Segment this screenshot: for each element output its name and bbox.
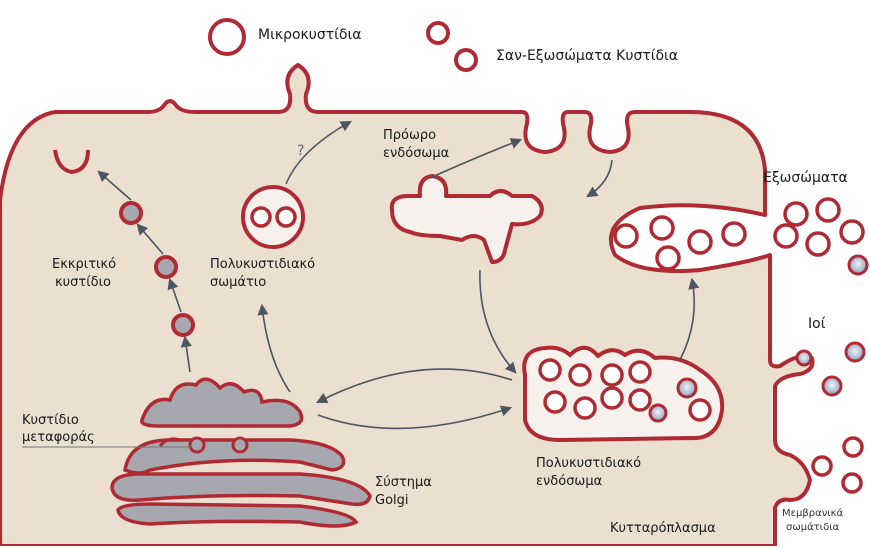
intraluminal-vesicle-icon	[602, 365, 622, 385]
membrane-particle-icon	[844, 438, 862, 456]
exosome-icon	[775, 225, 797, 247]
label-secretory-1: Εκκριτικό	[52, 256, 116, 273]
label-viruses: Ιοί	[808, 316, 825, 333]
exosome-icon	[807, 233, 829, 255]
transport-vesicle-icon	[190, 438, 204, 452]
label-mvb-2: σωμάτιο	[210, 274, 266, 291]
exosome-like-vesicle-icon	[456, 50, 476, 70]
intraluminal-vesicle-icon	[545, 392, 565, 412]
membrane-particle-icon	[843, 474, 861, 492]
label-exosomes: Εξωσώματα	[763, 170, 848, 187]
secretory-vesicle-icon	[121, 203, 141, 223]
secretory-vesicle-icon	[156, 257, 176, 277]
exosome-icon	[689, 231, 711, 253]
label-mvb-1: Πολυκυστιδιακό	[210, 256, 315, 273]
intraluminal-vesicle-icon	[575, 398, 595, 418]
label-golgi-2: Golgi	[375, 492, 409, 509]
label-early-endosome-1: Πρόωρο	[383, 127, 436, 144]
exosome-icon	[841, 221, 863, 243]
exosome-icon	[651, 217, 673, 239]
label-secretory-2: κυστίδιο	[55, 274, 111, 291]
label-cytoplasm: Κυτταρόπλασμα	[610, 520, 716, 537]
virus-icon	[846, 343, 864, 361]
intraluminal-vesicle-icon	[690, 400, 710, 420]
intraluminal-vesicle-icon	[277, 208, 295, 226]
label-early-endosome-2: ενδόσωμα	[383, 145, 449, 162]
exosome-icon	[657, 247, 679, 269]
intraluminal-vesicle-icon	[630, 390, 650, 410]
intraluminal-vesicle-icon	[252, 208, 270, 226]
intraluminal-vesicle-icon	[540, 360, 560, 380]
virus-icon	[650, 405, 666, 421]
intraluminal-vesicle-icon	[630, 362, 650, 382]
exosome-like-vesicle-icon	[428, 23, 448, 43]
label-question: ?	[297, 143, 304, 160]
label-microvesicles: Μικροκυστίδια	[258, 27, 361, 44]
secretory-vesicle-icon	[173, 315, 193, 335]
transport-vesicle-icon	[233, 438, 247, 452]
exosome-icon	[817, 199, 839, 221]
label-golgi-1: Σύστημα	[375, 474, 432, 491]
virus-icon	[797, 351, 811, 365]
exosome-icon	[785, 203, 807, 225]
label-mve-1: Πολυκυστιδιακό	[536, 455, 641, 472]
label-membrane-1: Μεμβρανικά	[782, 508, 843, 520]
microvesicle-icon	[210, 20, 244, 54]
intraluminal-vesicle-icon	[602, 388, 622, 408]
virus-icon	[823, 377, 841, 395]
exosome-icon	[615, 225, 637, 247]
virus-icon	[849, 256, 867, 274]
label-mve-2: ενδόσωμα	[536, 473, 602, 490]
label-exosome-like-vesicles: Σαν-Εξωσώματα Κυστίδια	[496, 48, 678, 65]
membrane-particle-icon	[813, 457, 831, 475]
label-transport-1: Κυστίδιο	[22, 412, 79, 429]
virus-icon	[678, 379, 696, 397]
label-transport-2: μεταφοράς	[22, 429, 95, 446]
intraluminal-vesicle-icon	[570, 365, 590, 385]
label-membrane-2: σωμάτιδια	[786, 522, 839, 534]
exosome-icon	[723, 223, 745, 245]
